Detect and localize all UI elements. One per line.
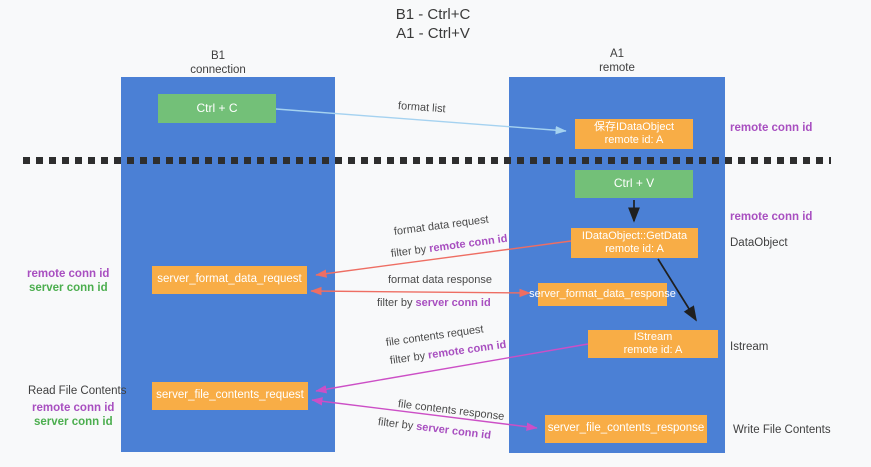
save-dataobject-line1: 保存IDataObject	[593, 120, 675, 133]
lane-b1-subtitle: connection	[190, 63, 246, 76]
left-server-conn-id-annotation-2: server conn id	[34, 416, 113, 428]
filter-by-server-conn-id-label-1: filter by server conn id	[377, 297, 491, 309]
server-file-contents-request-box: server_file_contents_request	[152, 382, 308, 410]
format-data-response-arrow	[310, 286, 531, 298]
idataobject-getdata-box: IDataObject::GetData remote id: A	[571, 228, 698, 258]
file-contents-response-edge-label: file contents response	[397, 398, 505, 423]
format-data-response-edge-label: format data response	[388, 274, 492, 286]
lane-b1-title: B1	[210, 50, 226, 62]
lane-header-b1: B1 connection	[158, 50, 278, 77]
dataobject-annotation: DataObject	[730, 237, 788, 249]
read-file-contents-annotation: Read File Contents	[28, 385, 127, 397]
lane-header-a1: A1 remote	[557, 48, 677, 75]
ctrl-c-label: Ctrl + C	[196, 100, 238, 115]
server-format-data-request-label: server_format_data_request	[157, 273, 302, 286]
server-file-contents-response-box: server_file_contents_response	[545, 415, 707, 443]
left-remote-conn-id-annotation-2: remote conn id	[32, 402, 115, 414]
ctrl-c-box: Ctrl + C	[158, 94, 276, 123]
phase-separator-dashed-line	[23, 157, 831, 164]
lane-a1-subtitle: remote	[599, 61, 635, 74]
format-data-request-edge-label: format data request	[393, 213, 490, 238]
server-format-data-response-box: server_format_data_response	[529, 283, 676, 306]
istream-line2: remote id: A	[623, 344, 683, 356]
diagram-title-line1: B1 - Ctrl+C	[395, 6, 471, 23]
istream-box: IStream remote id: A	[588, 330, 718, 358]
remote-conn-id-annotation-top: remote conn id	[730, 122, 813, 134]
istream-line1: IStream	[633, 330, 673, 343]
istream-annotation: Istream	[730, 341, 769, 353]
server-format-data-response-label: server_format_data_response	[529, 287, 676, 300]
left-remote-conn-id-annotation-1: remote conn id	[27, 268, 110, 280]
write-file-contents-annotation: Write File Contents	[733, 424, 831, 436]
getdata-line1: IDataObject::GetData	[581, 229, 688, 242]
save-dataobject-line2: remote id: A	[604, 134, 664, 146]
getdata-line2: remote id: A	[605, 243, 664, 255]
save-dataobject-box: 保存IDataObject remote id: A	[575, 119, 693, 149]
lane-a1-title: A1	[609, 48, 625, 60]
remote-conn-id-annotation-mid: remote conn id	[730, 211, 813, 223]
ctrl-v-box: Ctrl + V	[575, 170, 693, 198]
left-server-conn-id-annotation-1: server conn id	[29, 282, 108, 294]
server-file-contents-response-label: server_file_contents_response	[547, 422, 705, 435]
server-file-contents-request-label: server_file_contents_request	[156, 389, 304, 402]
server-format-data-request-box: server_format_data_request	[152, 266, 307, 294]
filter-by-server-conn-id-label-2: filter by server conn id	[377, 416, 492, 442]
filter-by-remote-conn-id-label-1: filter by remote conn id	[390, 232, 509, 260]
diagram-title-line2: A1 - Ctrl+V	[396, 25, 470, 42]
ctrl-v-label: Ctrl + V	[613, 176, 655, 191]
diagram-title: B1 - Ctrl+C A1 - Ctrl+V	[303, 5, 563, 43]
format-list-edge-label: format list	[397, 100, 446, 116]
